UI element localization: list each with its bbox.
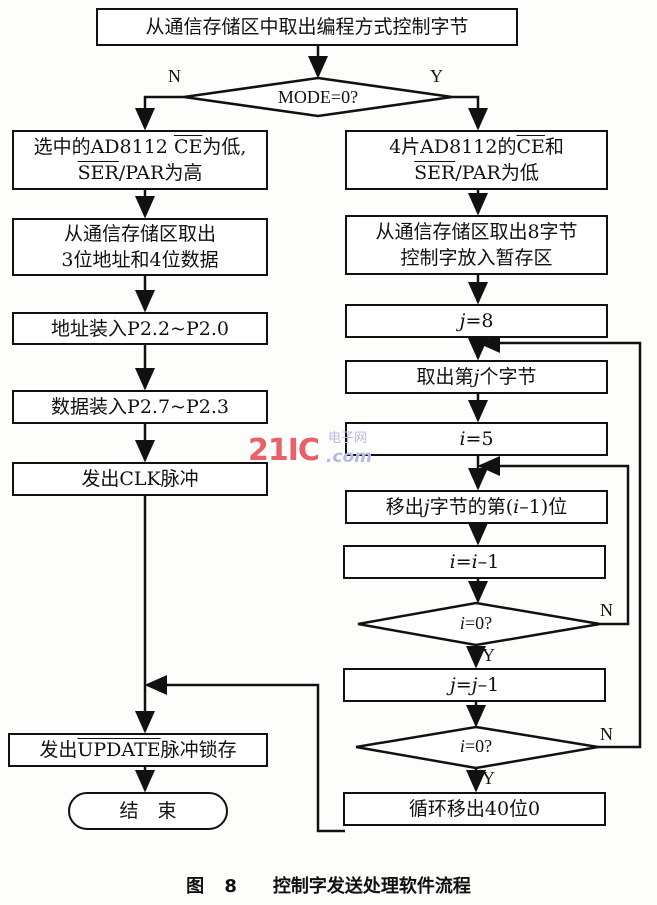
figure-caption: 图 8 控制字发送处理软件流程	[0, 872, 657, 898]
left-address-box: 地址装入P2.2~P2.0	[12, 312, 268, 345]
t: j	[423, 496, 430, 518]
label-yes: Y	[430, 66, 443, 86]
t: 发出CLK脉冲	[81, 468, 199, 490]
t: j	[471, 674, 478, 696]
left-select-line2: SER/PAR为高	[78, 160, 203, 186]
watermark-com: .com	[326, 447, 372, 467]
t: 发出	[39, 739, 78, 761]
t: 个字节	[479, 366, 537, 388]
right-select-box: 4片AD8112的CE和 SER/PAR为低	[345, 130, 608, 190]
left-update-box: 发出UPDATE脉冲锁存	[8, 733, 268, 767]
left-data-box: 数据装入P2.7~P2.3	[12, 390, 268, 424]
decision-i-zero-1-text: i=0?	[426, 612, 526, 634]
left-fetch-box: 从通信存储区取出 3位地址和4位数据	[12, 218, 268, 276]
t: =	[455, 674, 472, 696]
start-box: 从通信存储区中取出编程方式控制字节	[96, 8, 518, 46]
t: i	[459, 736, 465, 756]
t: =0?	[464, 736, 493, 756]
t: 脉冲锁存	[160, 739, 237, 761]
t: 为低,	[202, 136, 247, 158]
t: =	[455, 551, 472, 573]
label-no: N	[600, 600, 613, 620]
right-j-dec-box: j=j–1	[343, 668, 606, 702]
left-clk-box: 发出CLK脉冲	[12, 462, 268, 496]
watermark-logo: 21IC	[248, 433, 320, 468]
t: i	[459, 428, 466, 450]
decision-mode	[183, 76, 453, 118]
t: =0?	[464, 613, 493, 633]
t: /PAR为低	[455, 162, 539, 184]
decision-i-zero-2-text: i=0?	[426, 735, 526, 757]
t: j	[473, 366, 480, 388]
ser-signal: SER	[77, 162, 119, 184]
t: 和	[544, 136, 564, 158]
watermark-cn: 电子网	[328, 431, 368, 446]
t: 移出	[385, 496, 424, 518]
left-select-box: 选中的AD8112 CE为低, SER/PAR为高	[12, 130, 268, 190]
label-yes: Y	[482, 768, 495, 788]
t: 从通信存储区取出8字节	[375, 221, 578, 243]
t: 结 束	[119, 800, 177, 822]
t: 数据装入P2.7~P2.3	[51, 396, 229, 418]
label-yes: Y	[482, 645, 495, 665]
end-terminal: 结 束	[68, 792, 228, 830]
t: i	[471, 551, 478, 573]
decision-mode-text: MODE=0?	[277, 87, 359, 107]
update-signal: UPDATE	[77, 739, 161, 761]
right-shift-zeros-box: 循环移出40位0	[343, 792, 606, 826]
t: =8	[465, 310, 494, 332]
t: /PAR为高	[118, 162, 203, 184]
figure-number: 图 8	[186, 876, 237, 897]
t: 4片AD8112的	[389, 136, 517, 158]
t: =5	[465, 428, 494, 450]
t: i	[449, 551, 456, 573]
ce-signal: CE	[173, 136, 203, 158]
t: 字节的第(	[429, 496, 514, 518]
right-shift-bit-box: 移出j字节的第(i–1)位	[345, 490, 608, 524]
t: i	[513, 496, 520, 518]
t: 控制字放入暂存区	[400, 247, 553, 269]
right-i-dec-box: i=i–1	[343, 545, 606, 579]
ser-signal: SER	[414, 162, 456, 184]
t: 从通信存储区取出	[63, 223, 216, 245]
label-no: N	[600, 724, 613, 744]
figure-title: 控制字发送处理软件流程	[272, 876, 471, 897]
right-i5-box: i=5	[345, 422, 608, 456]
label-no: N	[168, 66, 181, 86]
t: 取出第	[416, 366, 474, 388]
t: 循环移出40位0	[408, 798, 541, 820]
t: 地址装入P2.2~P2.0	[51, 317, 229, 340]
t: 选中的AD8112	[33, 136, 174, 158]
right-j8-box: j=8	[345, 304, 608, 338]
right-take-byte-box: 取出第j个字节	[345, 360, 608, 394]
ce-signal: CE	[516, 136, 545, 158]
left-select-line1: 选中的AD8112 CE为低,	[34, 134, 247, 160]
t: i	[459, 613, 465, 633]
t: –1	[477, 674, 500, 696]
t: –1)位	[519, 496, 568, 518]
t: –1	[477, 551, 500, 573]
t: j	[459, 310, 466, 332]
start-text: 从通信存储区中取出编程方式控制字节	[145, 16, 469, 38]
t: j	[449, 674, 456, 696]
t: 3位地址和4位数据	[61, 249, 219, 271]
right-fetch-box: 从通信存储区取出8字节 控制字放入暂存区	[345, 215, 608, 275]
